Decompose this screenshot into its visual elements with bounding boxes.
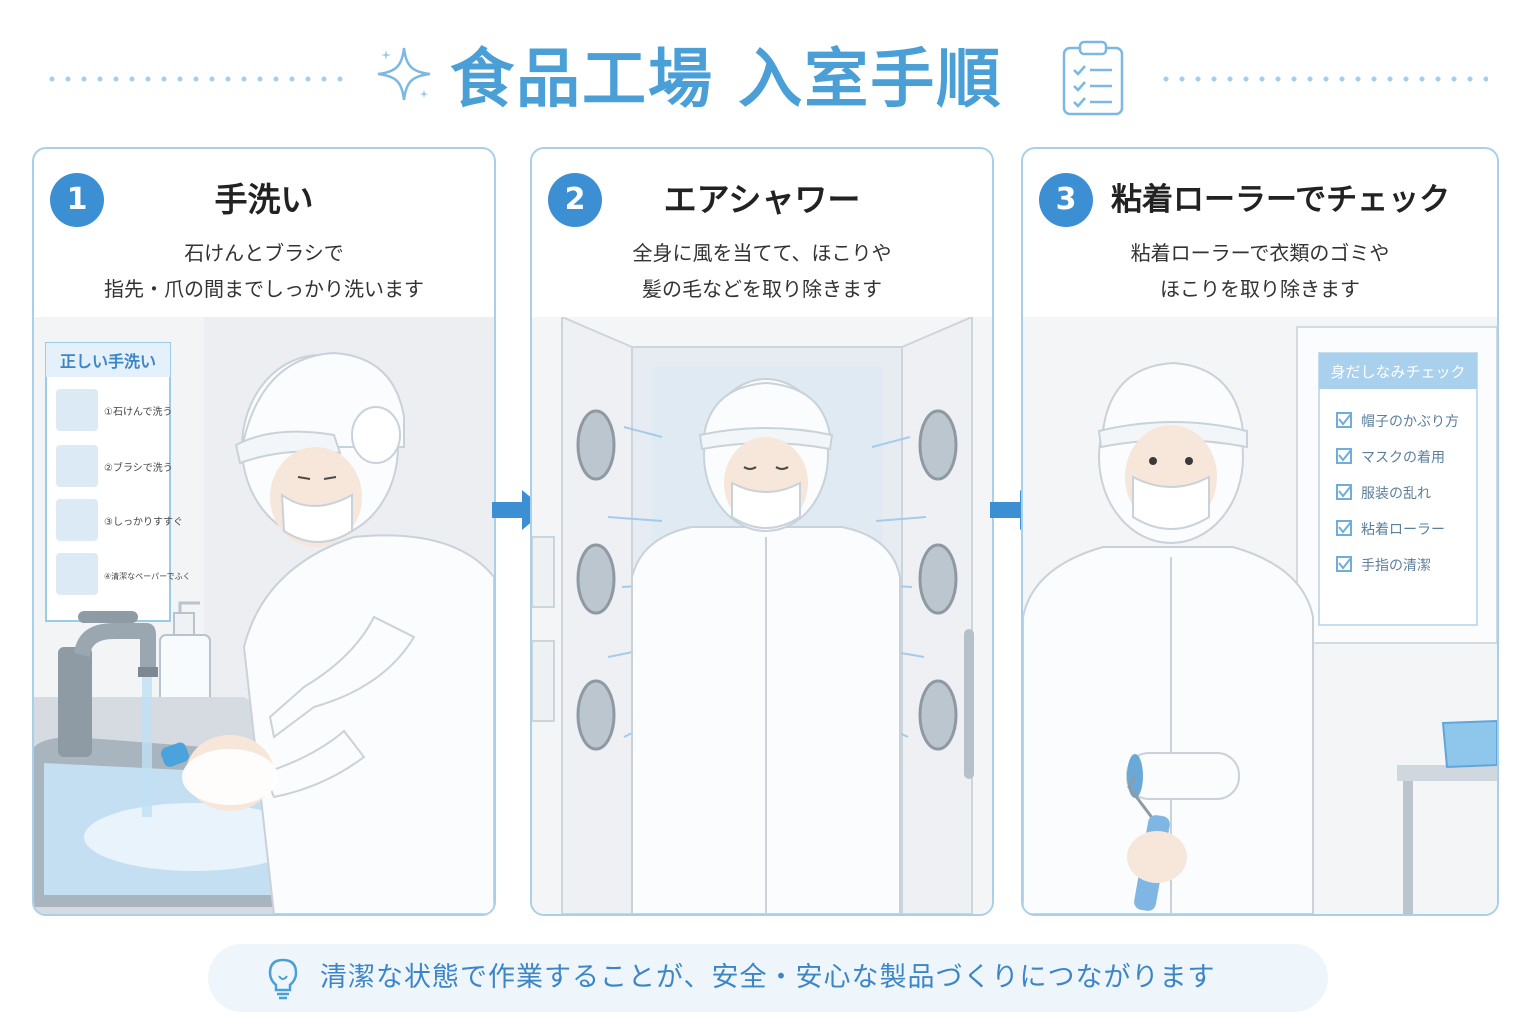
sparkle-icon [377,47,431,101]
poster-item: ③しっかりすすぐ [104,516,183,528]
worker-figure [1023,361,1314,914]
step-title: 手洗い [214,180,314,219]
dotted-divider-right [1158,76,1488,82]
airshower-illustration [532,317,992,914]
worker-figure [160,351,494,914]
poster-title: 正しい手洗い [60,352,156,371]
lint-roller [1126,752,1240,911]
step-description-line: ほこりを取り除きます [1160,277,1360,301]
checklist-item: 服装の乱れ [1361,486,1431,502]
poster-item: ②ブラシで洗う [104,461,173,474]
step-title: エアシャワー [663,180,861,219]
footer-message: 清潔な状態で作業することが、安全・安心な製品づくりにつながります [320,962,1216,993]
step-card-handwash: 1 手洗い 石けんとブラシで 指先・爪の間までしっかり洗います 正しい手洗い ①… [32,147,496,916]
clipboard-checklist-icon [1062,40,1124,116]
step-description-line: 髪の毛などを取り除きます [642,277,882,301]
step-title: 粘着ローラーでチェック [1111,182,1451,218]
step-description-line: 全身に風を当てて、ほこりや [632,241,892,265]
checklist-title: 身だしなみチェック [1330,363,1465,381]
poster-item: ①石けんで洗う [104,406,172,418]
step-description-line: 指先・爪の間までしっかり洗います [104,277,424,301]
grooming-checklist-board: 身だしなみチェック 帽子のかぶり方 マスクの着用 服装の乱れ 粘着ローラー [1296,326,1497,644]
page-title: 食品工場 入室手順 [450,43,1003,117]
handwash-illustration: 正しい手洗い ①石けんで洗う ②ブラシで洗う ③しっかりすすぐ ④清潔なペーパー… [34,317,494,914]
checklist-item: 粘着ローラー [1361,522,1445,538]
faucet [58,611,158,817]
footer-message-bar: 清潔な状態で作業することが、安全・安心な製品づくりにつながります [208,944,1328,1012]
step-description-line: 石けんとブラシで [184,241,344,265]
step-number-badge: 2 [548,173,602,227]
checklist-item: 帽子のかぶり方 [1361,414,1459,430]
checklist-item: 手指の清潔 [1361,558,1431,574]
lightbulb-icon [268,958,298,1000]
worker-figure [631,378,901,914]
air-nozzles [576,409,958,751]
step-description: 全身に風を当てて、ほこりや 髪の毛などを取り除きます [532,235,992,307]
handwash-poster: 正しい手洗い ①石けんで洗う ②ブラシで洗う ③しっかりすすぐ ④清潔なペーパー… [45,342,191,622]
step-description: 粘着ローラーで衣類のゴミや ほこりを取り除きます [1023,235,1497,307]
step-description-line: 粘着ローラーで衣類のゴミや [1130,241,1390,265]
step-number-badge: 1 [50,173,104,227]
poster-item: ④清潔なペーパーでふく [104,571,191,581]
step-card-lint-roller: 3 粘着ローラーでチェック 粘着ローラーで衣類のゴミや ほこりを取り除きます 身… [1021,147,1499,916]
step-card-airshower: 2 エアシャワー 全身に風を当てて、ほこりや 髪の毛などを取り除きます [530,147,994,916]
checklist-item: マスクの着用 [1361,450,1445,466]
dotted-divider-left [44,76,344,82]
lint-roller-illustration: 身だしなみチェック 帽子のかぶり方 マスクの着用 服装の乱れ 粘着ローラー [1023,317,1497,914]
step-number-badge: 3 [1039,173,1093,227]
step-description: 石けんとブラシで 指先・爪の間までしっかり洗います [34,235,494,307]
